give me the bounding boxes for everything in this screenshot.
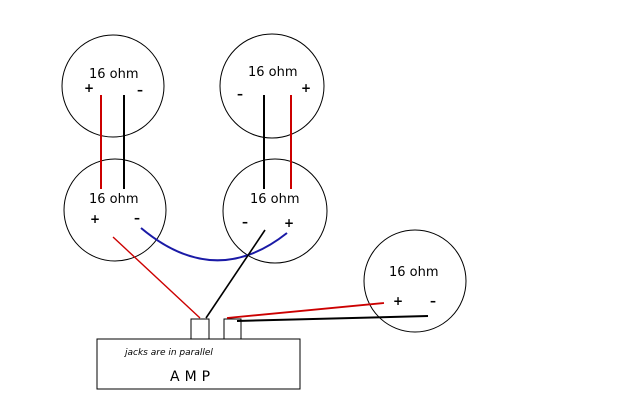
speaker-top-left-minus: –	[137, 83, 143, 97]
amp-jack-left	[190, 318, 210, 340]
amp-jack-right	[223, 318, 242, 340]
speaker-mid-right	[222, 158, 328, 264]
wire-positive-mid-left-to-jack	[112, 236, 201, 319]
speaker-mid-left-label: 16 ohm	[89, 192, 139, 207]
speaker-mid-right-minus: –	[242, 215, 248, 229]
speaker-mid-right-plus: +	[284, 216, 294, 230]
speaker-mid-right-label: 16 ohm	[250, 192, 300, 207]
wire-negative-right-to-jack	[236, 315, 429, 322]
wire-negative-mid-right-to-jack	[205, 229, 266, 319]
speaker-mid-left-plus: +	[90, 212, 100, 226]
speaker-top-right-label: 16 ohm	[248, 65, 298, 80]
speaker-right-minus: –	[430, 294, 436, 308]
speaker-mid-left	[63, 158, 167, 262]
speaker-right-label: 16 ohm	[389, 265, 439, 280]
speaker-top-right	[219, 33, 325, 139]
speaker-top-right-minus: –	[237, 87, 243, 101]
amp-label: AMP	[170, 369, 215, 385]
wire-positive-right-to-jack	[226, 302, 385, 319]
wire-series-link	[140, 227, 288, 262]
speaker-right	[363, 229, 467, 333]
amp-note: jacks are in parallel	[123, 348, 213, 358]
speaker-top-left	[61, 34, 165, 138]
speaker-mid-left-minus: –	[134, 211, 140, 225]
speaker-top-right-plus: +	[301, 81, 311, 95]
speaker-right-plus: +	[393, 294, 403, 308]
speaker-top-left-plus: +	[84, 81, 94, 95]
speaker-top-left-label: 16 ohm	[89, 67, 139, 82]
